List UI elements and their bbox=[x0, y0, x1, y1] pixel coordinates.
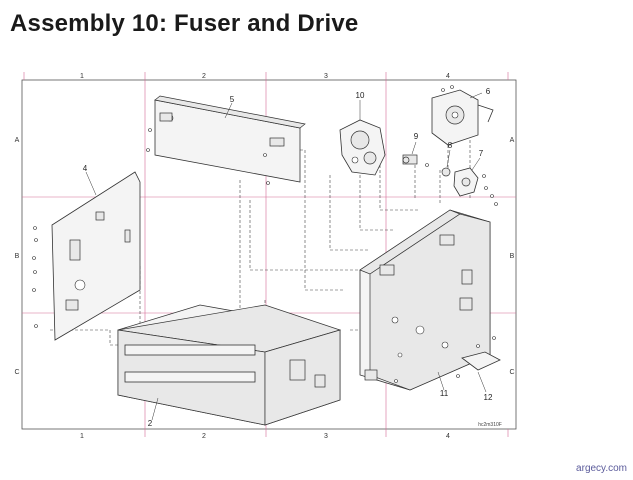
row-label-b-left: B bbox=[15, 253, 20, 260]
part-11-side-frame bbox=[359, 209, 491, 391]
part-6-motor-bracket bbox=[431, 85, 494, 146]
part-10-gear-assembly bbox=[339, 100, 386, 176]
part-7-drive-bracket bbox=[453, 157, 488, 197]
footer-credit[interactable]: argecy.com bbox=[576, 463, 627, 474]
page-title: Assembly 10: Fuser and Drive bbox=[10, 10, 359, 37]
col-label-3-bottom: 3 bbox=[324, 433, 328, 440]
callout-4: 4 bbox=[83, 164, 88, 173]
callout-5: 5 bbox=[230, 95, 235, 104]
row-label-a-left: A bbox=[15, 137, 20, 144]
col-label-4-top: 4 bbox=[446, 73, 450, 80]
part-5-plate bbox=[146, 95, 306, 185]
col-label-1-top: 1 bbox=[80, 73, 84, 80]
callout-8: 8 bbox=[448, 141, 453, 150]
diagram-frame bbox=[21, 79, 517, 430]
col-label-1-bottom: 1 bbox=[80, 433, 84, 440]
part-4-side-panel bbox=[32, 171, 141, 341]
row-label-c-left: C bbox=[14, 369, 19, 376]
callout-12: 12 bbox=[484, 393, 493, 402]
col-label-2-top: 2 bbox=[202, 73, 206, 80]
row-label-c-right: C bbox=[509, 369, 514, 376]
callout-7: 7 bbox=[479, 149, 484, 158]
callout-11: 11 bbox=[440, 389, 449, 398]
callout-labels: 5 4 10 9 6 8 7 2 11 12 bbox=[83, 87, 493, 428]
callout-2: 2 bbox=[148, 419, 153, 428]
row-label-b-right: B bbox=[510, 253, 515, 260]
column-ruler-bottom: 1 2 3 4 bbox=[80, 429, 509, 440]
callout-10: 10 bbox=[356, 91, 365, 100]
part-12-bracket bbox=[456, 336, 501, 393]
row-ruler: A B C A B C bbox=[14, 137, 514, 376]
part-9-small-gear bbox=[402, 141, 429, 167]
callout-9: 9 bbox=[414, 132, 419, 141]
row-label-a-right: A bbox=[510, 137, 515, 144]
part-8-gear bbox=[441, 149, 451, 177]
callout-6: 6 bbox=[486, 87, 491, 96]
drawing-id: hc2m310F bbox=[478, 422, 502, 428]
part-2-base-frame bbox=[117, 304, 342, 426]
col-label-2-bottom: 2 bbox=[202, 433, 206, 440]
column-ruler-top: 1 2 3 4 bbox=[23, 72, 509, 80]
part-1-screw-set bbox=[394, 194, 498, 383]
col-label-3-top: 3 bbox=[324, 73, 328, 80]
col-label-4-bottom: 4 bbox=[446, 433, 450, 440]
